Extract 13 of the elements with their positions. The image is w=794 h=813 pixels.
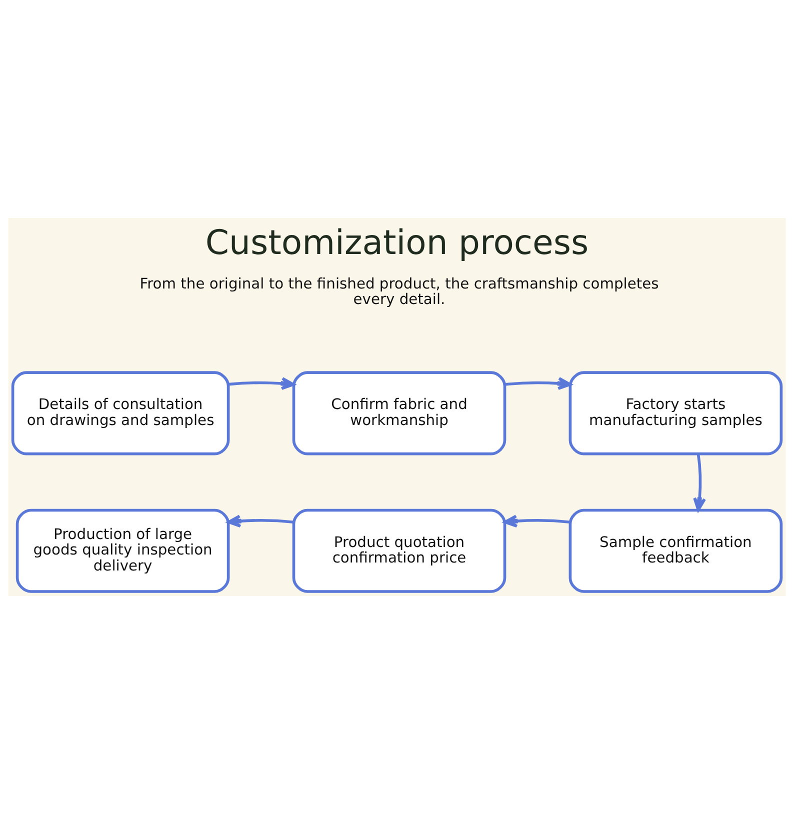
label: From the original to the finished product, the craftsmanship completes every detail.	[140, 274, 659, 308]
node-box: Product quotation confirmation price	[292, 508, 506, 592]
arrow	[228, 376, 295, 390]
diagram-title: Customization process	[205, 222, 589, 262]
node-box: Confirm fabric and workmanship	[292, 370, 506, 455]
arrow	[504, 514, 570, 528]
node-box: Sample confirmation feedback	[568, 508, 783, 592]
arrow	[693, 453, 706, 511]
node-box: Details of consultation on drawings and samples	[11, 370, 230, 455]
arrow	[227, 514, 294, 528]
node-box: Production of large goods quality inspection delivery	[16, 508, 230, 592]
node-box: Factory starts manufacturing samples	[568, 370, 783, 455]
arrow	[504, 376, 572, 390]
